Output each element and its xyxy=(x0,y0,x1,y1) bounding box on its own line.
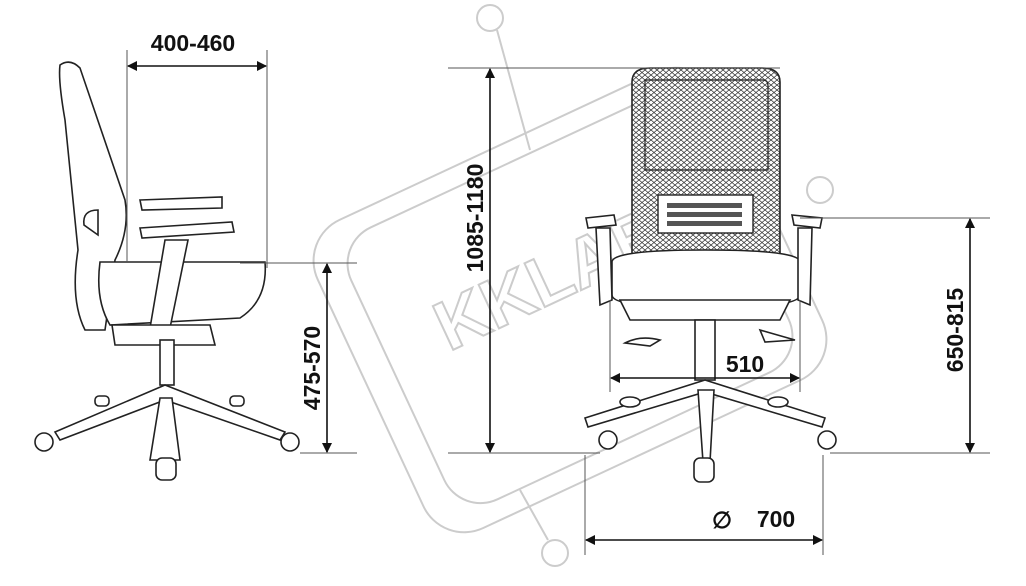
armrest-height-label: 650-815 xyxy=(942,288,968,373)
seat-width-label: 510 xyxy=(726,351,764,377)
side-view-chair xyxy=(34,61,300,481)
seat-height-label: 475-570 xyxy=(299,326,325,410)
extension-lines xyxy=(126,50,990,555)
total-height-label: 1085-1180 xyxy=(462,164,488,273)
base-diameter-label: 700 xyxy=(757,506,795,532)
seat-depth-label: 400-460 xyxy=(151,30,235,56)
diameter-symbol: ∅ xyxy=(712,507,732,533)
front-view-chair xyxy=(583,67,837,483)
